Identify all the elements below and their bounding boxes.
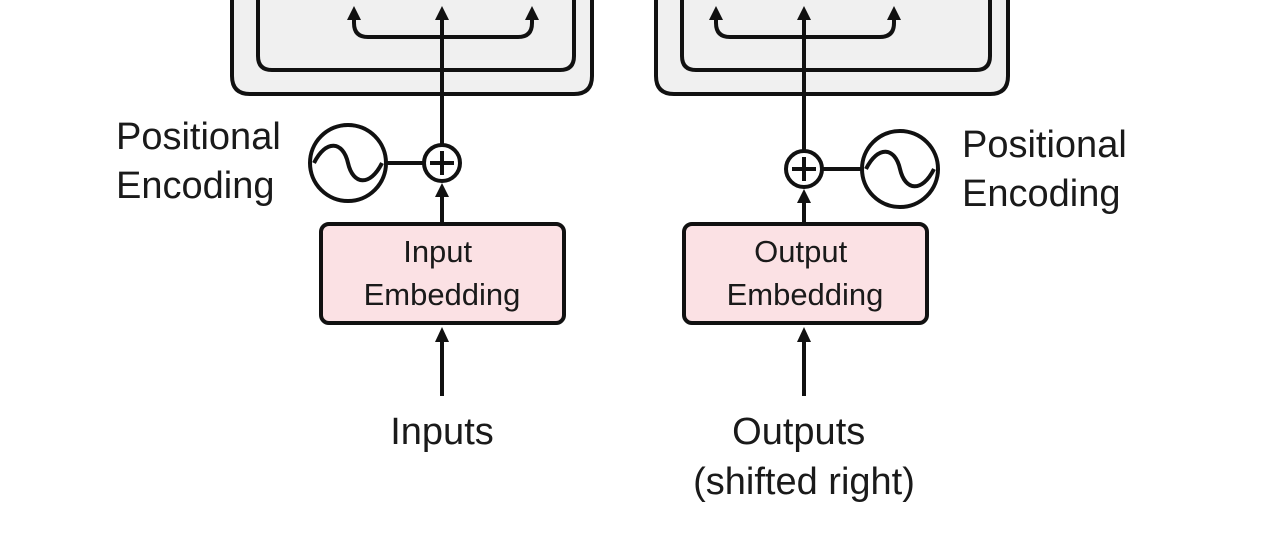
decoder-positional-encoding-label: Positional Encoding bbox=[962, 124, 1137, 215]
decoder-left-arrowhead bbox=[709, 6, 723, 20]
output-embedding-block: Output Embedding bbox=[682, 222, 929, 325]
output-to-pe-arrowhead bbox=[797, 189, 811, 203]
decoder-positional-encoding: Positional Encoding bbox=[784, 124, 1137, 215]
encoder-positional-encoding: Positional Encoding bbox=[116, 116, 462, 207]
input-embedding-block: Input Embedding bbox=[319, 222, 566, 325]
output-embedding-box bbox=[682, 222, 929, 325]
encoder-right-arrowhead bbox=[525, 6, 539, 20]
input-embedding-box bbox=[319, 222, 566, 325]
decoder-main-arrowhead bbox=[797, 6, 811, 20]
encoder-left-arrowhead bbox=[347, 6, 361, 20]
outputs-label: Outputs (shifted right) bbox=[693, 411, 915, 503]
decoder-stack bbox=[654, 0, 1010, 155]
input-to-pe-arrowhead bbox=[435, 183, 449, 197]
embedding-arrows bbox=[435, 183, 811, 396]
inputs-arrowhead bbox=[435, 327, 449, 342]
encoder-positional-encoding-label: Positional Encoding bbox=[116, 116, 291, 207]
input-embedding-label: Input Embedding bbox=[364, 234, 521, 312]
decoder-right-arrowhead bbox=[887, 6, 901, 20]
encoder-stack bbox=[230, 0, 594, 149]
encoder-main-arrowhead bbox=[435, 6, 449, 20]
inputs-label: Inputs bbox=[390, 411, 494, 453]
output-embedding-label: Output Embedding bbox=[727, 234, 884, 312]
outputs-arrowhead bbox=[797, 327, 811, 342]
